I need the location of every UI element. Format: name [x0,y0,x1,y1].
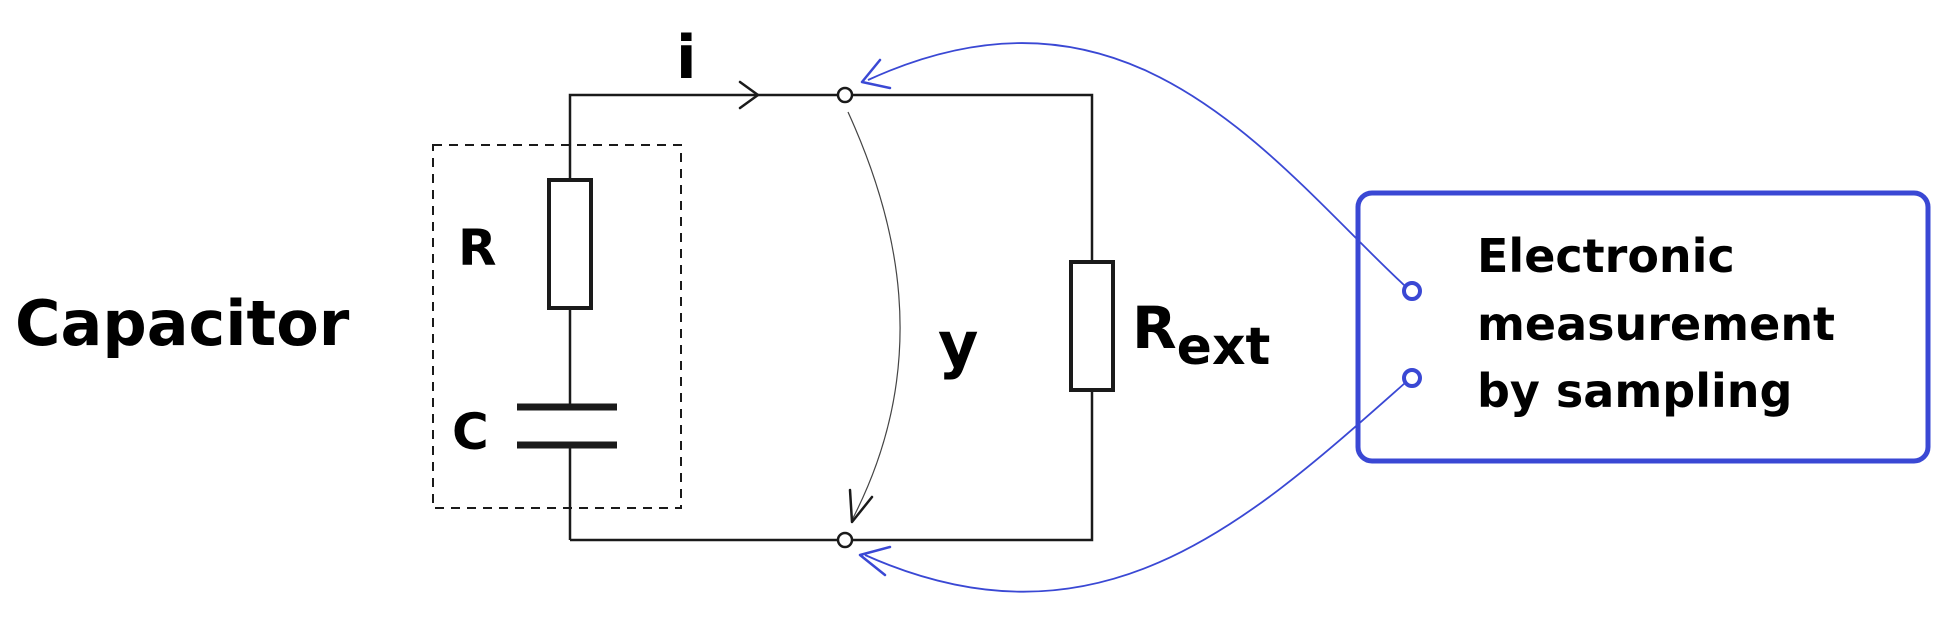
measurement-box [1355,190,1931,464]
capacitor-model-box [432,144,682,509]
measurement-lead-top-arrow-icon [860,58,892,90]
current-arrow-icon [738,80,760,110]
capacitor-label: Capacitor [15,287,350,360]
measurement-lead-bottom [864,382,1406,593]
bottom-terminal [836,531,854,549]
internal-resistor [547,178,593,310]
measurement-terminal-bottom [1402,368,1422,388]
external-resistor-label: Rext [1132,294,1270,377]
measurement-lead-bottom-arrow-icon [858,545,892,577]
measurement-terminal-top [1402,281,1422,301]
measurement-text-line-1: Electronic [1477,229,1735,283]
external-resistor-label-sub: ext [1177,317,1271,377]
capacitance-label: C [452,403,489,461]
current-label: i [676,23,697,93]
voltage-label: y [938,308,978,381]
circuit-wires [568,93,1094,542]
resistor-label: R [458,219,497,277]
measurement-lead-top [867,42,1406,287]
external-resistor [1069,260,1115,392]
voltage-curve [847,111,901,521]
top-terminal [836,86,854,104]
external-resistor-label-main: R [1132,294,1177,362]
measurement-text-line-3: by sampling [1477,364,1792,418]
voltage-arrow-icon [848,488,874,524]
measurement-text-line-2: measurement [1477,297,1835,351]
capacitor-symbol [517,403,617,449]
